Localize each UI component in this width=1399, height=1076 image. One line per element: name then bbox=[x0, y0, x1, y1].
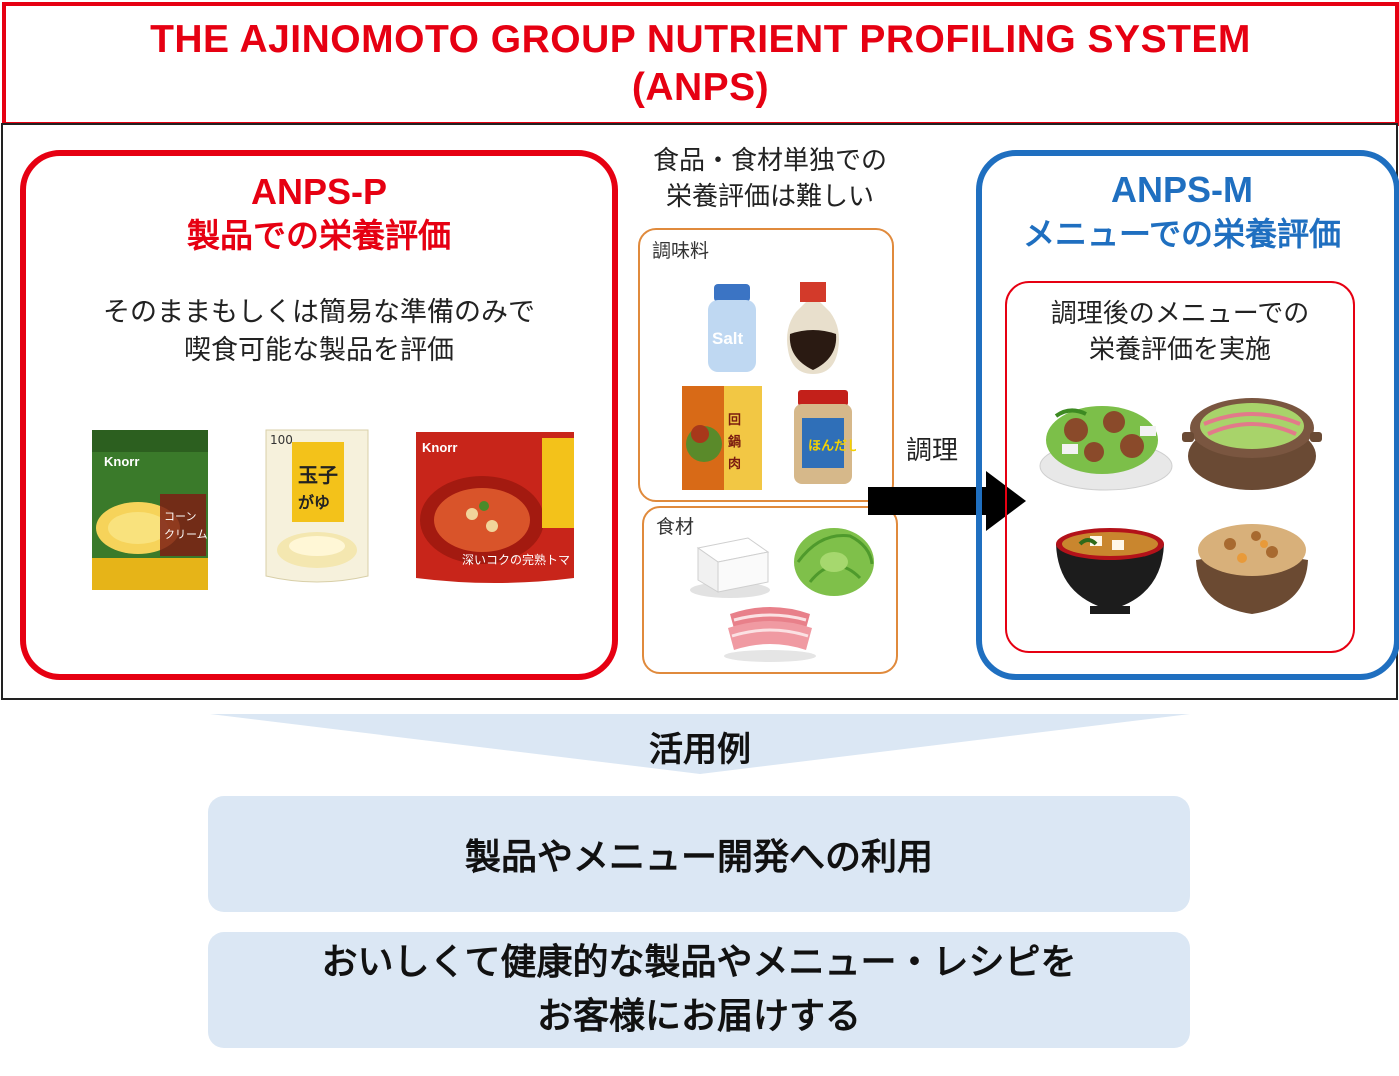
cabbage-image bbox=[790, 522, 878, 598]
anps-m-heading: ANPS-M bbox=[982, 168, 1382, 212]
anps-m-desc-1: 調理後のメニューでの bbox=[1005, 296, 1355, 332]
usage-item-1-text: 製品やメニュー開発への利用 bbox=[465, 828, 933, 880]
anps-p-desc-2: 喫食可能な製品を評価 bbox=[26, 332, 612, 370]
svg-text:Knorr: Knorr bbox=[104, 454, 139, 469]
pork-slices-image bbox=[720, 594, 820, 664]
svg-text:深いコクの完熟トマト: 深いコクの完熟トマト bbox=[462, 552, 578, 567]
cooking-arrow-label: 調理 bbox=[906, 430, 958, 467]
svg-text:がゆ: がゆ bbox=[298, 493, 330, 512]
center-note-1: 食品・食材単独での bbox=[610, 142, 930, 180]
stir-fry-dish-image bbox=[1036, 386, 1176, 494]
anps-p-subheading: 製品での栄養評価 bbox=[26, 214, 612, 258]
center-note-2: 栄養評価は難しい bbox=[610, 178, 930, 216]
svg-text:鍋: 鍋 bbox=[728, 434, 741, 450]
mixed-rice-dish-image bbox=[1192, 510, 1312, 620]
usage-header: 活用例 bbox=[210, 722, 1190, 771]
cooking-arrow-shaft bbox=[868, 487, 988, 515]
svg-text:肉: 肉 bbox=[728, 456, 741, 472]
hot-pot-dish-image bbox=[1182, 384, 1322, 494]
usage-item-2: おいしくて健康的な製品やメニュー・レシピを お客様にお届けする bbox=[208, 932, 1190, 1048]
seasonings-label: 調味料 bbox=[652, 236, 709, 263]
svg-text:コーン: コーン bbox=[164, 510, 196, 523]
svg-text:100: 100 bbox=[270, 433, 293, 447]
anps-p-heading: ANPS-P bbox=[26, 170, 612, 214]
usage-item-2-line-2: お客様にお届けする bbox=[537, 990, 861, 1044]
usage-item-1: 製品やメニュー開発への利用 bbox=[208, 796, 1190, 912]
hondashi-bottle-image: ほんだし bbox=[790, 388, 856, 488]
svg-text:玉子: 玉子 bbox=[298, 463, 338, 487]
product-rice-porridge-image: 100 玉子 がゆ bbox=[262, 426, 372, 588]
title-line-2: (ANPS) bbox=[632, 64, 769, 112]
svg-text:ほんだし: ほんだし bbox=[808, 439, 856, 454]
anps-m-subheading: メニューでの栄養評価 bbox=[982, 212, 1382, 256]
svg-text:回: 回 bbox=[728, 413, 741, 428]
svg-text:クリーム: クリーム bbox=[164, 528, 208, 541]
usage-item-2-line-1: おいしくて健康的な製品やメニュー・レシピを bbox=[322, 936, 1077, 990]
miso-soup-dish-image bbox=[1050, 510, 1170, 618]
anps-m-desc-2: 栄養評価を実施 bbox=[1005, 332, 1355, 368]
tofu-image bbox=[688, 528, 778, 600]
cookdo-box-image: 回 鍋 肉 bbox=[680, 384, 764, 492]
anps-p-desc-1: そのままもしくは簡易な準備のみで bbox=[26, 294, 612, 332]
svg-text:Salt: Salt bbox=[712, 329, 744, 348]
product-corn-soup-image: Knorr コーン クリーム bbox=[90, 428, 210, 594]
title-line-1: THE AJINOMOTO GROUP NUTRIENT PROFILING S… bbox=[150, 16, 1251, 64]
salt-shaker-image: Salt bbox=[700, 280, 764, 376]
title-banner: THE AJINOMOTO GROUP NUTRIENT PROFILING S… bbox=[2, 2, 1399, 126]
product-tomato-soup-image: Knorr 深いコクの完熟トマト bbox=[412, 428, 578, 588]
svg-text:Knorr: Knorr bbox=[422, 440, 457, 455]
soy-sauce-bottle-image bbox=[778, 278, 848, 378]
